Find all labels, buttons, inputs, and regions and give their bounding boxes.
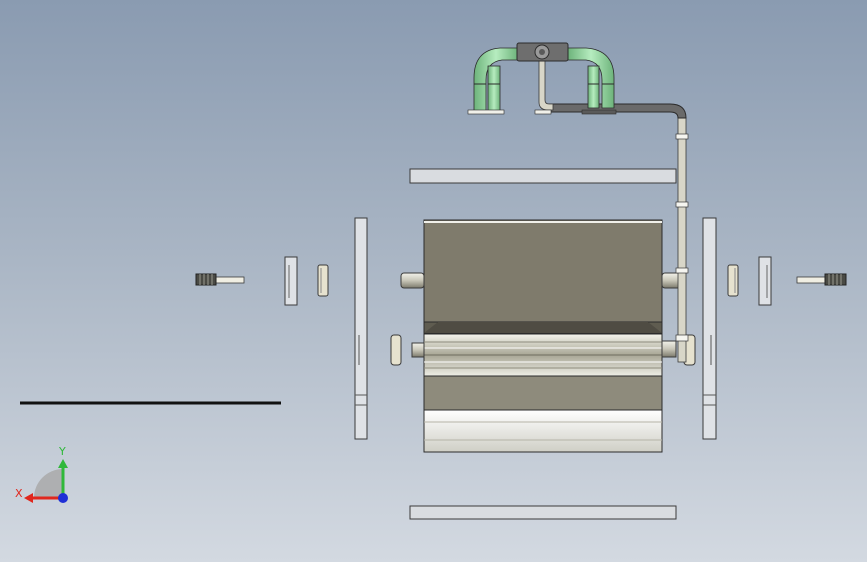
feed-pipe-horizontal[interactable] — [548, 103, 687, 119]
manifold-down-pipe[interactable] — [538, 55, 554, 111]
left-bearing[interactable] — [317, 264, 329, 297]
pipe-foot — [534, 109, 552, 115]
left-screw[interactable] — [195, 273, 245, 286]
coordinate-triad-icon: Y X — [15, 445, 68, 503]
hopper-body[interactable] — [423, 219, 663, 334]
upper-shaft-left[interactable] — [400, 272, 425, 289]
left-flange[interactable] — [284, 256, 298, 306]
lower-shaft-right[interactable] — [661, 334, 696, 366]
right-flange[interactable] — [758, 256, 772, 306]
manifold-block[interactable] — [516, 42, 569, 62]
green-pipe-left[interactable] — [467, 47, 519, 115]
axis-y-label: Y — [58, 445, 66, 458]
axis-x-label: X — [15, 487, 23, 500]
right-side-plate[interactable] — [702, 217, 717, 440]
right-bearing[interactable] — [727, 264, 739, 297]
bottom-plate[interactable] — [409, 505, 677, 520]
green-pipe-right[interactable] — [567, 47, 615, 109]
feed-pipe-vertical[interactable] — [675, 117, 689, 363]
roller-assembly[interactable] — [423, 333, 663, 453]
top-plate[interactable] — [409, 168, 677, 184]
left-side-plate[interactable] — [354, 217, 368, 440]
lower-shaft-left[interactable] — [390, 334, 425, 366]
right-screw[interactable] — [796, 273, 847, 286]
